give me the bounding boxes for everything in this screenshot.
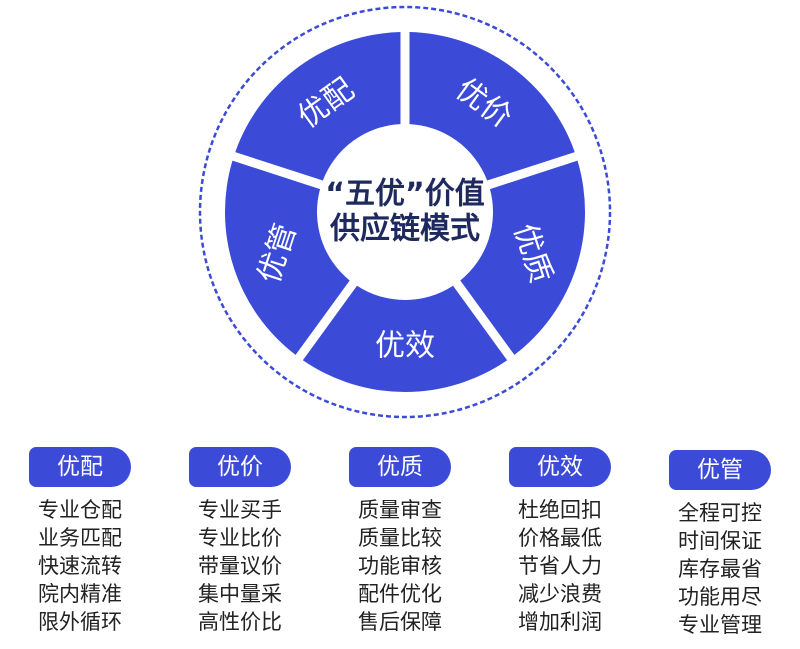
column-item: 配件优化 (358, 582, 442, 606)
column-header-price: 优价 (189, 447, 291, 487)
column-item: 价格最低 (518, 526, 602, 550)
column-items-management: 全程可控 时间保证 库存最省 功能用尽 专业管理 (678, 499, 762, 639)
column-item: 带量议价 (198, 554, 282, 578)
column-item: 质量比较 (358, 526, 442, 550)
column-item: 时间保证 (678, 529, 762, 553)
column-items-quality: 质量审查 质量比较 功能审核 配件优化 售后保障 (358, 496, 442, 636)
column-item: 专业买手 (198, 498, 282, 522)
column-item: 质量审查 (358, 498, 442, 522)
column-item: 杜绝回扣 (518, 498, 602, 522)
column-item: 增加利润 (518, 610, 602, 634)
column-item: 限外循环 (38, 610, 122, 634)
column-item: 专业仓配 (38, 498, 122, 522)
column-item: 专业比价 (198, 526, 282, 550)
dashed-outer-ring (198, 5, 612, 419)
column-item: 功能审核 (358, 554, 442, 578)
column-item: 库存最省 (678, 557, 762, 581)
segment-management (224, 160, 350, 355)
column-item: 集中量采 (198, 582, 282, 606)
column-item: 节省人力 (518, 554, 602, 578)
column-item: 全程可控 (678, 501, 762, 525)
column-item: 减少浪费 (518, 582, 602, 606)
segment-distribution (235, 32, 401, 181)
column-item: 专业管理 (678, 613, 762, 637)
column-item: 业务匹配 (38, 526, 122, 550)
five-optimal-ring-diagram: 优配 优价 优质 优效 优管 “五优”价值 供应链模式 (198, 5, 612, 419)
column-item: 快速流转 (38, 554, 122, 578)
column-header-distribution: 优配 (29, 447, 131, 487)
column-item: 售后保障 (358, 610, 442, 634)
center-title-line-1: “五优”价值 (325, 177, 484, 212)
column-items-efficiency: 杜绝回扣 价格最低 节省人力 减少浪费 增加利润 (518, 496, 602, 636)
column-management: 优管 全程可控 时间保证 库存最省 功能用尽 专业管理 (640, 450, 800, 639)
column-distribution: 优配 专业仓配 业务匹配 快速流转 院内精准 限外循环 (0, 447, 160, 639)
segment-price (409, 32, 575, 181)
column-item: 高性价比 (198, 610, 282, 634)
column-item: 功能用尽 (678, 585, 762, 609)
column-items-distribution: 专业仓配 业务匹配 快速流转 院内精准 限外循环 (38, 496, 122, 636)
feature-columns: 优配 专业仓配 业务匹配 快速流转 院内精准 限外循环 优价 专业买手 专业比价… (0, 447, 800, 639)
column-efficiency: 优效 杜绝回扣 价格最低 节省人力 减少浪费 增加利润 (480, 447, 640, 639)
column-item: 院内精准 (38, 582, 122, 606)
column-items-price: 专业买手 专业比价 带量议价 集中量采 高性价比 (198, 496, 282, 636)
column-header-quality: 优质 (349, 447, 451, 487)
column-header-management: 优管 (669, 450, 771, 490)
center-title-line-2: 供应链模式 (329, 212, 480, 247)
column-quality: 优质 质量审查 质量比较 功能审核 配件优化 售后保障 (320, 447, 480, 639)
segment-efficiency (302, 285, 508, 392)
segment-quality (460, 160, 586, 355)
column-header-efficiency: 优效 (509, 447, 611, 487)
segment-label-efficiency: 优效 (375, 329, 435, 364)
column-price: 优价 专业买手 专业比价 带量议价 集中量采 高性价比 (160, 447, 320, 639)
